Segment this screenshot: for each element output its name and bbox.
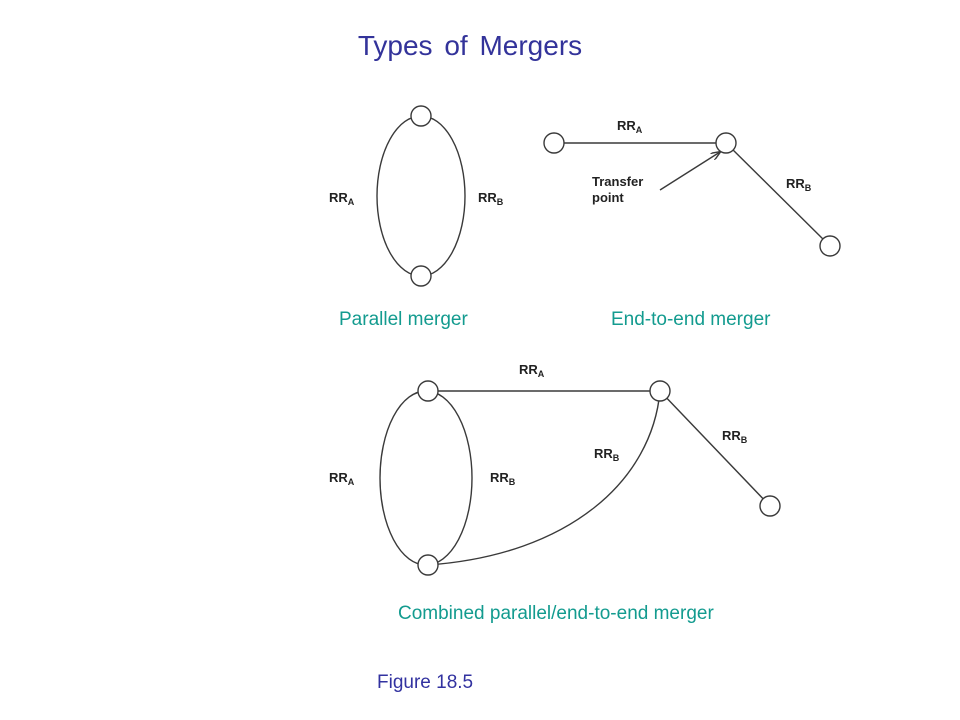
combined-top-node [417, 380, 439, 402]
combined-merger-caption: Combined parallel/end-to-end merger [398, 603, 714, 624]
combined-rr-b-tail-edge [659, 390, 771, 507]
transfer-point-node [715, 132, 737, 154]
combined-junction-node [649, 380, 671, 402]
transfer-point-arrow [659, 152, 720, 191]
parallel-ring-edge [376, 115, 466, 277]
combined-inner-rr-b-label: RRB [490, 470, 516, 487]
page-title: Types of Mergers [357, 30, 583, 61]
end-to-end-rr-a-label: RRA [617, 118, 643, 135]
combined-tail-rr-b-label: RRB [722, 428, 748, 445]
figure-label: Figure 18.5 [377, 672, 474, 693]
combined-top-rr-a-label: RRA [519, 362, 545, 379]
combined-merger-diagram: RRA RRA RRB RRB RRB [329, 362, 781, 576]
combined-end-node [759, 495, 781, 517]
end-to-end-end-node [819, 235, 841, 257]
combined-rr-b-curve-edge [427, 390, 661, 566]
end-to-end-start-node [543, 132, 565, 154]
end-to-end-merger-caption: End-to-end merger [611, 309, 771, 330]
end-to-end-merger-diagram: RRA RRB Transfer point [543, 118, 841, 257]
parallel-rr-a-label: RRA [329, 190, 355, 207]
combined-bottom-node [417, 554, 439, 576]
parallel-merger-caption: Parallel merger [339, 309, 468, 330]
parallel-bottom-node [410, 265, 432, 287]
transfer-point-label-line2: point [592, 190, 624, 205]
combined-curve-rr-b-label: RRB [594, 446, 620, 463]
parallel-rr-b-label: RRB [478, 190, 504, 207]
combined-ring-edge [379, 390, 473, 566]
combined-left-rr-a-label: RRA [329, 470, 355, 487]
parallel-merger-diagram: RRA RRB [329, 105, 504, 287]
end-to-end-rr-b-label: RRB [786, 176, 812, 193]
transfer-point-label-line1: Transfer [592, 174, 643, 189]
end-to-end-rr-b-edge [725, 142, 831, 247]
parallel-top-node [410, 105, 432, 127]
